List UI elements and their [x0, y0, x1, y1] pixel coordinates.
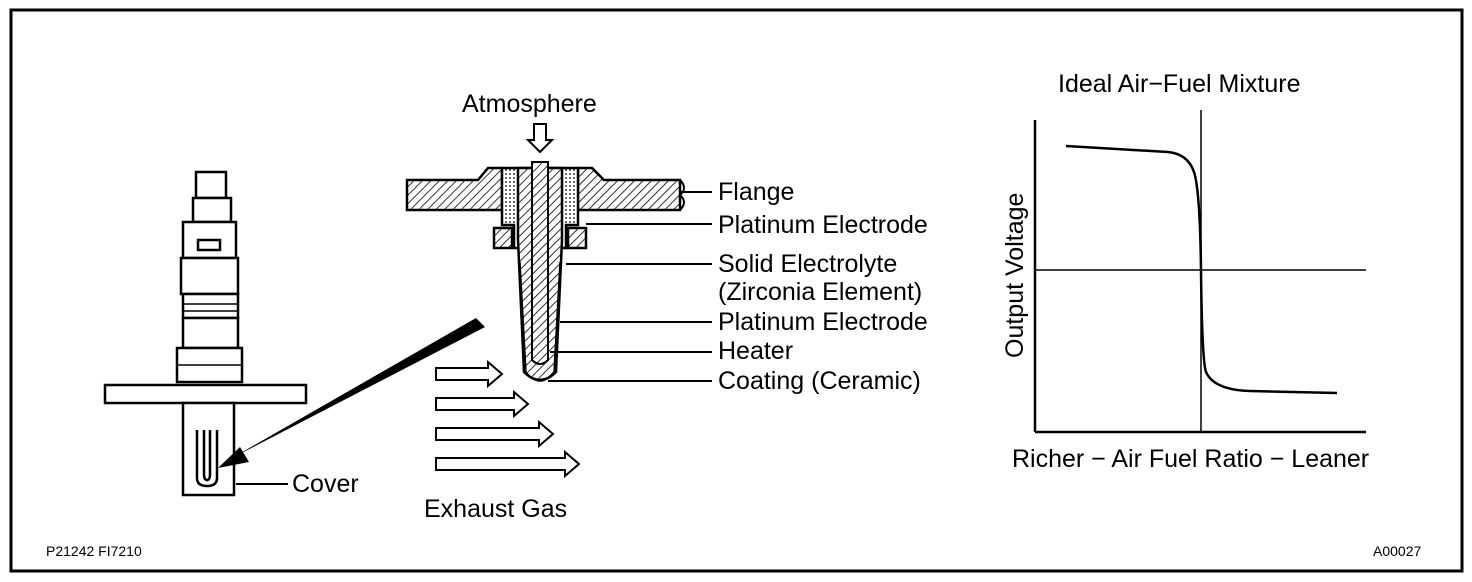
zirconia-element-label: (Zirconia Element) [718, 278, 922, 306]
exhaust-arrow-3 [435, 419, 555, 449]
exhaust-gas-label: Exhaust Gas [424, 495, 567, 523]
exhaust-arrow-4 [435, 449, 581, 479]
y-axis-label: Output Voltage [1001, 193, 1029, 358]
pointer-arrow-head [218, 447, 249, 468]
platinum-electrode-2-label: Platinum Electrode [718, 308, 928, 336]
voltage-curve [1065, 144, 1338, 395]
flange-label: Flange [718, 178, 794, 206]
solid-electrolyte-label: Solid Electrolyte [718, 250, 897, 278]
sensor-body-grooves [177, 303, 242, 366]
sensor-body [103, 170, 308, 497]
pointer-arrow [232, 318, 485, 458]
heater-label: Heater [718, 337, 793, 365]
coating-label: Coating (Ceramic) [718, 367, 921, 395]
figure-code-right: A00027 [1373, 543, 1421, 559]
graph-title: Ideal Air−Fuel Mixture [1058, 70, 1300, 98]
exhaust-flow-arrows [435, 359, 581, 479]
outer-border [9, 8, 1464, 573]
exhaust-arrow-2 [435, 389, 530, 419]
sensor-cross-section [405, 161, 682, 382]
figure-code-left: P21242 FI7210 [46, 543, 142, 559]
cover-label: Cover [292, 470, 359, 498]
flange-break-mark [678, 179, 685, 211]
platinum-electrode-1-label: Platinum Electrode [718, 211, 928, 239]
atmosphere-arrow [525, 123, 555, 154]
atmosphere-label: Atmosphere [462, 90, 597, 118]
x-axis-label: Richer − Air Fuel Ratio − Leaner [1012, 445, 1369, 473]
exhaust-arrow-1 [435, 359, 504, 389]
section-leaders [548, 191, 712, 382]
